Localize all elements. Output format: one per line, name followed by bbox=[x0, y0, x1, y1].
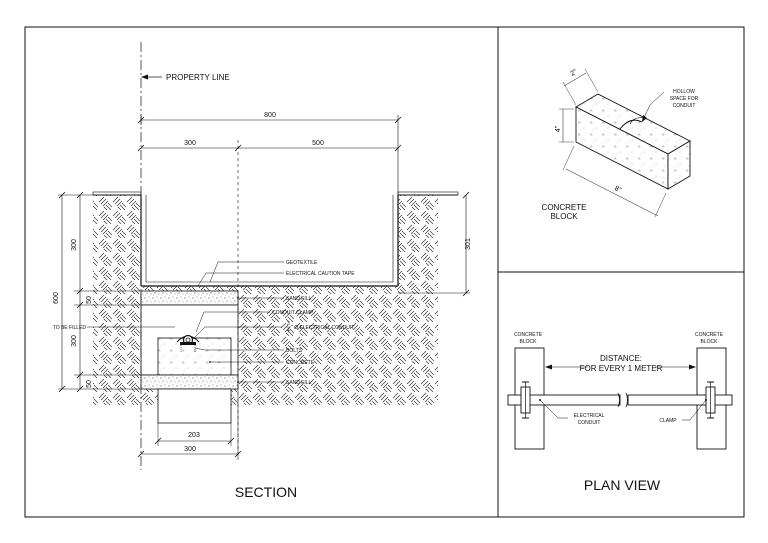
plan-conduit-line1: ELECTRICAL bbox=[574, 413, 605, 419]
block-title-line1: CONCRETE bbox=[542, 203, 587, 212]
label-sand-fill-top: SAND FILL bbox=[286, 296, 312, 302]
hollow-label-line2: SPACE FOR bbox=[670, 96, 699, 102]
dim-top-right: 500 bbox=[312, 140, 324, 147]
conduit-with-clamp bbox=[176, 334, 200, 352]
section-drawing: PROPERTY LINE 800 300 500 600 300 50 300 bbox=[53, 42, 472, 500]
dim-left-mid: 300 bbox=[71, 335, 78, 347]
base-slot bbox=[157, 388, 232, 424]
block-dim-length: 8" bbox=[613, 185, 622, 194]
plan-right-block-line1: CONCRETE bbox=[695, 332, 724, 338]
dim-bottom-outer: 300 bbox=[184, 446, 196, 453]
plan-left-block-line1: CONCRETE bbox=[514, 332, 543, 338]
property-line-label: PROPERTY LINE bbox=[166, 73, 230, 82]
sand-fill-bottom-layer bbox=[140, 374, 239, 390]
dim-left-sand-top: 50 bbox=[86, 296, 93, 304]
dim-right: 301 bbox=[465, 238, 472, 250]
distance-label-line1: DISTANCE: bbox=[600, 354, 642, 363]
label-conduit-fraction-num: 3 bbox=[287, 321, 290, 327]
sand-fill-top-layer bbox=[140, 290, 239, 306]
label-conduit-fraction-den: 4 bbox=[287, 328, 290, 334]
dim-left-sand-bottom: 50 bbox=[86, 380, 93, 388]
hollow-label-line1: HOLLOW bbox=[673, 89, 695, 95]
dim-top-total: 800 bbox=[264, 112, 276, 119]
label-geotextile: GEOTEXTILE bbox=[286, 260, 318, 266]
section-callouts: GEOTEXTILE ELECTRICAL CAUTION TAPE SAND … bbox=[53, 260, 355, 386]
label-conduit-clamp: CONDUIT CLAMP bbox=[272, 310, 314, 316]
label-concrete: CONCRETE bbox=[286, 360, 315, 366]
dim-left-total: 600 bbox=[53, 292, 60, 304]
plan-conduit-line2: CONDUIT bbox=[578, 420, 601, 426]
plan-clamp-label: CLAMP bbox=[659, 418, 677, 424]
dim-left-upper: 300 bbox=[71, 239, 78, 251]
plan-view-drawing: DISTANCE: FOR EVERY 1 METER CONCRETE BLO… bbox=[507, 332, 733, 493]
label-sand-fill-bottom: SAND FILL bbox=[286, 380, 312, 386]
label-bolts: BOLTS bbox=[286, 348, 303, 354]
plan-conduit-right bbox=[627, 394, 733, 406]
label-caution-tape: ELECTRICAL CAUTION TAPE bbox=[286, 271, 355, 277]
plan-conduit-left bbox=[507, 394, 621, 406]
concrete-block-isometric: 2" 4" 8" HOLLOW SPACE FOR CONDUIT CONCRE… bbox=[542, 68, 699, 221]
section-title: SECTION bbox=[235, 484, 297, 500]
plan-right-block-line2: BLOCK bbox=[701, 339, 719, 345]
plan-left-block-line2: BLOCK bbox=[520, 339, 538, 345]
label-electrical-conduit: " Ø ELECTRICAL CONDUIT bbox=[291, 325, 354, 331]
block-dim-width: 2" bbox=[570, 68, 579, 78]
dim-top-left: 300 bbox=[184, 140, 196, 147]
label-to-be-filled: TO BE FILLED bbox=[53, 325, 87, 331]
block-dim-height: 4" bbox=[555, 125, 562, 132]
dim-bottom-inner: 203 bbox=[188, 432, 200, 439]
block-title-line2: BLOCK bbox=[550, 212, 578, 221]
plan-view-title: PLAN VIEW bbox=[584, 477, 661, 493]
hollow-label-line3: CONDUIT bbox=[673, 103, 696, 109]
distance-label-line2: FOR EVERY 1 METER bbox=[580, 364, 663, 373]
